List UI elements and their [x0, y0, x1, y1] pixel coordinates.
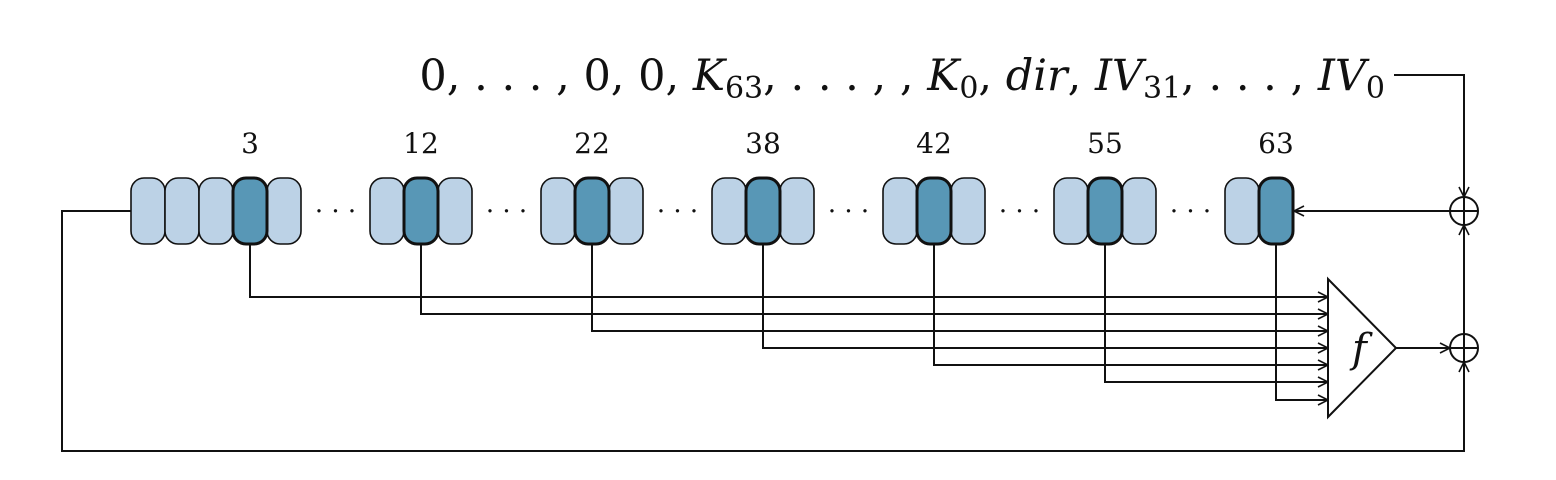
- init-sequence-part: dir: [1006, 51, 1070, 101]
- register-cell: [1053, 177, 1089, 245]
- register-cell: [711, 177, 747, 245]
- register-group: [369, 176, 473, 246]
- register-group: [711, 176, 815, 246]
- tap-label: 63: [1258, 127, 1294, 160]
- init-sequence-part: IV: [1094, 51, 1147, 101]
- xor-bottom: [1449, 333, 1479, 363]
- tap-wires: [249, 244, 1328, 400]
- ellipsis: · · ·: [1170, 197, 1211, 227]
- register-group: [540, 176, 644, 246]
- register-cell: [540, 177, 576, 245]
- ellipsis: · · ·: [657, 197, 698, 227]
- tap-wire: [933, 244, 1328, 365]
- register-cell: [198, 177, 234, 245]
- init-sequence-part: , . . . , ,: [763, 51, 927, 101]
- function-f-label: f: [1349, 326, 1373, 372]
- init-sequence-part: IV: [1317, 51, 1370, 101]
- register-tap-cell: [1086, 176, 1124, 246]
- function-f-block: [1327, 276, 1398, 420]
- tap-wire: [249, 244, 1328, 297]
- register-tap-cell: [915, 176, 953, 246]
- register-cell: [882, 177, 918, 245]
- tap-label: 12: [403, 127, 439, 160]
- register-tap-cell: [573, 176, 611, 246]
- register-cell: [369, 177, 405, 245]
- init-sequence-part: 0: [1366, 71, 1385, 106]
- ellipsis: · · ·: [999, 197, 1040, 227]
- register-cell: [608, 177, 644, 245]
- tap-label: 42: [916, 127, 952, 160]
- register-cell: [1121, 177, 1157, 245]
- init-sequence-part: , . . . ,: [1181, 51, 1318, 101]
- tap-wire: [762, 244, 1328, 348]
- tap-label: 22: [574, 127, 610, 160]
- register-group: [1053, 176, 1157, 246]
- register-group: [130, 176, 302, 246]
- register-cell: [950, 177, 986, 245]
- register-group: [882, 176, 986, 246]
- register-cell: [437, 177, 473, 245]
- init-sequence-part: 63: [725, 71, 763, 106]
- ellipsis: · · ·: [315, 197, 356, 227]
- ellipsis: · · ·: [486, 197, 527, 227]
- tap-wire: [1104, 244, 1328, 382]
- register-tap-cell: [402, 176, 440, 246]
- register-tap-cell: [231, 176, 269, 246]
- init-sequence-part: K: [926, 51, 962, 101]
- init-sequence-part: K: [692, 51, 728, 101]
- init-input-wire: [1394, 74, 1464, 197]
- shift-register: [130, 176, 1295, 246]
- init-sequence-part: 0: [959, 71, 978, 106]
- register-ellipses: · · · · · · · · · · · · · · · · · ·: [315, 197, 1211, 227]
- register-cell: [779, 177, 815, 245]
- init-sequence-part: 0, . . . , 0, 0,: [419, 51, 692, 101]
- xor-top: [1449, 196, 1479, 226]
- init-sequence-part: ,: [978, 51, 1005, 101]
- tap-label: 38: [745, 127, 781, 160]
- register-tap-cell: [1257, 176, 1295, 246]
- tap-wire: [420, 244, 1328, 314]
- init-sequence-text: 0, . . . , 0, 0, K63, . . . , , K0, dir,…: [419, 51, 1385, 106]
- init-sequence-part: 31: [1143, 71, 1181, 106]
- ellipsis: · · ·: [828, 197, 869, 227]
- tap-labels: 3 12 22 38 42 55 63: [241, 127, 1294, 160]
- register-tap-cell: [744, 176, 782, 246]
- tap-label: 3: [241, 127, 259, 160]
- register-cell: [1224, 177, 1260, 245]
- tap-wire: [591, 244, 1328, 331]
- tap-wire: [1275, 244, 1328, 400]
- feedback-wire: [61, 210, 1464, 452]
- tap-label: 55: [1087, 127, 1123, 160]
- register-cell: [266, 177, 302, 245]
- register-group: [1224, 176, 1295, 246]
- init-sequence-part: ,: [1068, 51, 1095, 101]
- register-cell: [130, 177, 166, 245]
- register-cell: [164, 177, 200, 245]
